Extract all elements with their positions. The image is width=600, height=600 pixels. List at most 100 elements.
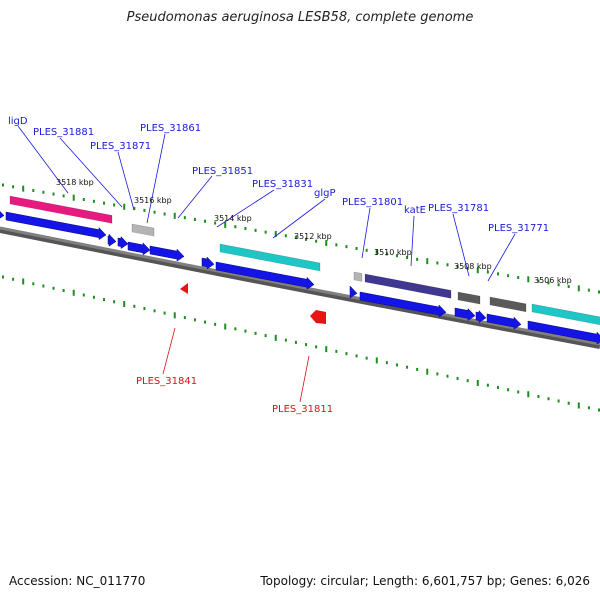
gc-tick-upper bbox=[587, 288, 590, 292]
cds-arrow[interactable] bbox=[349, 285, 358, 299]
gene-label-ples-31781[interactable]: PLES_31781 bbox=[428, 203, 489, 214]
gc-tick-lower bbox=[173, 312, 176, 319]
gc-tick-upper bbox=[2, 183, 4, 187]
cds-arrow[interactable] bbox=[201, 256, 215, 270]
reverse-marker-31841[interactable] bbox=[180, 283, 188, 294]
gene-label-ples-31831[interactable]: PLES_31831 bbox=[252, 179, 313, 190]
gc-tick-lower bbox=[12, 277, 15, 281]
gc-tick-upper bbox=[466, 266, 469, 270]
gc-tick-upper bbox=[547, 281, 550, 285]
callout-line bbox=[216, 189, 275, 228]
cds-arrow[interactable] bbox=[5, 211, 107, 241]
ples-31771-track-bar-b[interactable] bbox=[531, 303, 600, 326]
gc-tick-lower bbox=[82, 293, 85, 297]
gc-tick-upper bbox=[244, 227, 247, 231]
gc-tick-lower bbox=[274, 334, 277, 341]
cds-arrow[interactable] bbox=[215, 261, 315, 290]
gc-tick-lower bbox=[123, 301, 126, 308]
gene-label-ples-31861[interactable]: PLES_31861 bbox=[140, 123, 201, 134]
ples-31871-track-bar-highlight bbox=[132, 232, 154, 240]
gene-label-ples-31771[interactable]: PLES_31771 bbox=[488, 223, 549, 234]
gc-tick-lower bbox=[234, 327, 237, 331]
gc-tick-upper bbox=[577, 285, 580, 292]
gene-label-ligd[interactable]: ligD bbox=[8, 116, 28, 127]
cds-arrow[interactable] bbox=[149, 245, 185, 262]
scale-label: 3518 kbp bbox=[56, 178, 94, 187]
gc-tick-lower bbox=[517, 390, 520, 394]
glgP-track-bar-highlight bbox=[220, 252, 320, 274]
map-title: Pseudomonas aeruginosa LESB58, complete … bbox=[126, 10, 474, 25]
scale-label: 3506 kbp bbox=[534, 276, 572, 285]
callout-line bbox=[272, 198, 326, 239]
gc-tick-upper bbox=[305, 237, 308, 241]
gc-tick-lower bbox=[133, 304, 136, 308]
gc-tick-lower bbox=[153, 309, 156, 313]
gc-tick-lower bbox=[365, 356, 368, 360]
gene-label-ples-31881[interactable]: PLES_31881 bbox=[33, 127, 94, 138]
gc-tick-lower bbox=[537, 394, 540, 398]
gene-label-ples-31871[interactable]: PLES_31871 bbox=[90, 141, 151, 152]
gc-tick-upper bbox=[22, 185, 25, 192]
gc-tick-upper bbox=[476, 267, 479, 274]
gc-tick-lower bbox=[284, 338, 287, 342]
gc-tick-upper bbox=[143, 208, 146, 212]
gc-tick-lower bbox=[547, 397, 550, 401]
cds-arrow[interactable] bbox=[117, 235, 129, 250]
gc-tick-lower bbox=[466, 379, 469, 383]
gc-tick-lower bbox=[406, 365, 409, 369]
gc-tick-lower bbox=[22, 278, 25, 285]
callout-line bbox=[487, 233, 516, 282]
ligD-track-bar[interactable] bbox=[9, 195, 113, 224]
gc-tick-lower bbox=[335, 349, 338, 353]
callout-line bbox=[410, 215, 415, 267]
gene-label-ples-31801[interactable]: PLES_31801 bbox=[342, 197, 403, 208]
cds-arrow[interactable] bbox=[127, 241, 151, 256]
gc-tick-upper bbox=[406, 256, 409, 260]
cds-arrow[interactable] bbox=[475, 309, 487, 324]
gc-tick-lower bbox=[163, 311, 166, 315]
gc-tick-lower bbox=[193, 318, 196, 322]
ples-31771-track-bar-a[interactable] bbox=[489, 296, 527, 313]
gc-tick-upper bbox=[163, 212, 166, 216]
ples-31871-track-bar[interactable] bbox=[131, 223, 155, 237]
gc-tick-lower bbox=[244, 329, 247, 333]
ples-31781-track-bar-highlight bbox=[458, 300, 480, 308]
gene-label-glgp[interactable]: glgP bbox=[314, 188, 336, 199]
katE-track-bar[interactable] bbox=[364, 273, 452, 299]
gc-tick-lower bbox=[254, 331, 257, 335]
cds-arrow[interactable] bbox=[107, 233, 117, 247]
cds-arrow[interactable] bbox=[454, 307, 476, 321]
gc-tick-lower bbox=[2, 275, 4, 279]
gc-tick-upper bbox=[153, 210, 156, 214]
cds-arrow[interactable] bbox=[359, 291, 447, 318]
callout-line bbox=[361, 207, 371, 259]
scale-label: 3508 kbp bbox=[454, 262, 492, 271]
gene-label-ples-31851[interactable]: PLES_31851 bbox=[192, 166, 253, 177]
cds-arrow[interactable] bbox=[0, 208, 5, 220]
callout-line bbox=[299, 355, 310, 403]
gc-tick-upper bbox=[284, 234, 287, 238]
reverse-marker-31811[interactable] bbox=[310, 310, 326, 324]
gc-tick-upper bbox=[254, 228, 257, 232]
scale-label: 3516 kbp bbox=[134, 196, 172, 205]
ples-31801-track-bar[interactable] bbox=[353, 271, 363, 282]
gc-tick-upper bbox=[446, 263, 449, 267]
cds-arrow[interactable] bbox=[527, 320, 600, 345]
gc-tick-lower bbox=[395, 363, 398, 367]
cds-arrow[interactable] bbox=[486, 313, 522, 330]
gene-label-kate[interactable]: katE bbox=[404, 205, 426, 216]
gc-tick-lower bbox=[486, 383, 489, 387]
gc-tick-upper bbox=[325, 240, 328, 247]
gene-label-ples-31811[interactable]: PLES_31811 bbox=[272, 404, 333, 415]
gc-tick-lower bbox=[446, 374, 449, 378]
gc-tick-upper bbox=[204, 219, 207, 223]
gc-tick-lower bbox=[527, 391, 530, 398]
gc-tick-upper bbox=[62, 194, 65, 198]
gene-label-ples-31841[interactable]: PLES_31841 bbox=[136, 376, 197, 387]
gc-tick-upper bbox=[416, 257, 419, 261]
gc-tick-lower bbox=[103, 298, 106, 302]
gc-tick-lower bbox=[598, 408, 600, 412]
ples-31781-track-bar[interactable] bbox=[457, 291, 481, 305]
glgP-track-bar[interactable] bbox=[219, 243, 321, 272]
